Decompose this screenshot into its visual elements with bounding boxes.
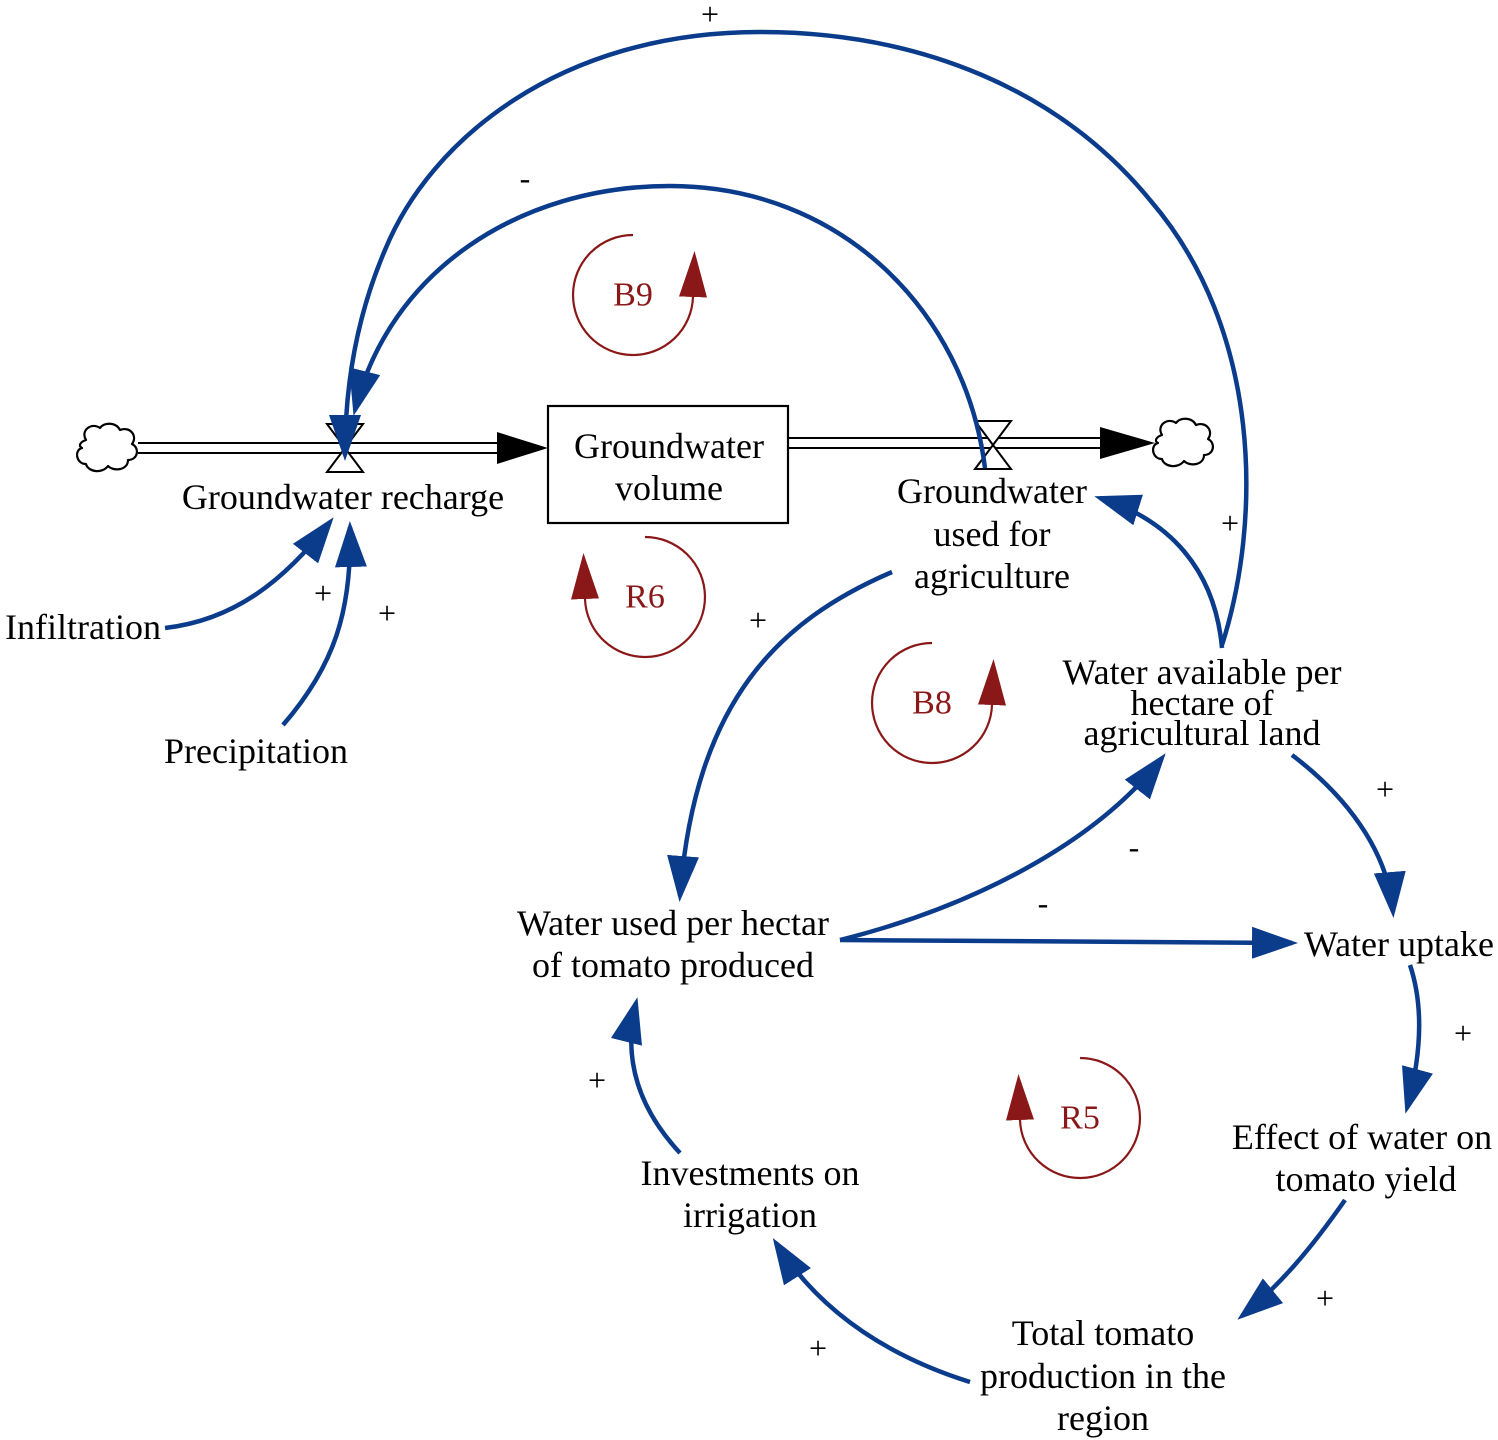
total-production-label-line: production in the [980, 1356, 1226, 1396]
link-water-available-to-groundwater-used [1094, 494, 1225, 649]
groundwater-volume-label-line: Groundwater [574, 426, 764, 466]
polarity-water-used-to-water-available: - [1129, 829, 1140, 865]
loop-r6: R6 [571, 535, 707, 659]
loop-r5-label: R5 [1060, 1100, 1100, 1137]
polarity-total-production-to-investments: + [809, 1330, 827, 1366]
loop-b8-label: B8 [912, 685, 952, 722]
investments-label-line: irrigation [683, 1195, 817, 1235]
effect-label-line: Effect of water on [1232, 1117, 1492, 1157]
loop-b9-arc [571, 233, 707, 357]
link-groundwater-used-to-water-used [667, 569, 893, 902]
loop-r6-label: R6 [625, 579, 665, 616]
link-infiltration-to-recharge [164, 517, 334, 631]
sink-cloud-icon [1152, 417, 1214, 468]
polarity-water-available-to-water-uptake: + [1376, 771, 1394, 807]
groundwater-used-for-agriculture-label: Groundwater used for agriculture [897, 471, 1087, 596]
loop-b8: B8 [870, 641, 1006, 765]
polarity-water-available-to-groundwater-used: + [1221, 505, 1239, 541]
link-investments-to-water-used [610, 997, 682, 1155]
polarity-effect-to-total-production: + [1316, 1280, 1334, 1316]
groundwater-volume-label-line: volume [615, 468, 723, 508]
water-uptake-label: Water uptake [1304, 924, 1494, 964]
water-available-label-line: agricultural land [1084, 713, 1321, 753]
loop-b8-arc [870, 641, 1006, 765]
investments-on-irrigation-label: Investments on irrigation [641, 1153, 860, 1235]
groundwater-volume-stock [546, 404, 790, 525]
link-groundwater-used-to-recharge [349, 183, 988, 469]
precipitation-label: Precipitation [164, 731, 348, 771]
total-tomato-production-label: Total tomato production in the region [980, 1313, 1226, 1438]
inflow-pipe [138, 432, 548, 464]
loop-r6-arc [571, 535, 707, 659]
total-production-label-line: Total tomato [1012, 1313, 1194, 1353]
polarity-infiltration-to-recharge: + [314, 575, 332, 611]
link-precipitation-to-recharge [281, 521, 367, 727]
water-available-label-line: Water available per [1063, 652, 1342, 692]
groundwater-used-label-line: used for [934, 514, 1051, 554]
link-water-used-to-water-uptake [839, 926, 1298, 959]
outflow-pipe-arrowhead [1100, 427, 1155, 459]
link-water-available-to-water-uptake [1290, 753, 1406, 918]
groundwater-used-label-line: agriculture [914, 556, 1070, 596]
link-effect-to-total-production [1237, 1198, 1347, 1320]
polarity-investments-to-water-used: + [588, 1062, 606, 1098]
water-available-label-line: hectare of [1131, 683, 1274, 723]
investments-label-line: Investments on [641, 1153, 860, 1193]
total-production-label-line: region [1057, 1398, 1149, 1438]
loop-r5: R5 [1006, 1056, 1142, 1180]
polarity-groundwater-used-to-water-used: + [749, 602, 767, 638]
infiltration-label: Infiltration [5, 607, 161, 647]
polarity-groundwater-used-to-recharge: - [520, 160, 531, 196]
polarity-precipitation-to-recharge: + [378, 595, 396, 631]
polarity-water-uptake-to-effect: + [1454, 1015, 1472, 1051]
effect-of-water-on-tomato-yield-label: Effect of water on tomato yield [1232, 1117, 1492, 1199]
water-available-per-hectare-label: Water available per hectare of agricultu… [1063, 652, 1342, 753]
water-used-label-line: of tomato produced [532, 945, 814, 985]
groundwater-recharge-label: Groundwater recharge [182, 477, 504, 517]
link-water-uptake-to-effect [1402, 964, 1433, 1114]
link-water-used-to-water-available [839, 753, 1166, 943]
polarity-water-used-to-water-uptake: - [1038, 885, 1049, 921]
outflow-pipe [788, 427, 1155, 459]
source-cloud-icon [76, 422, 138, 473]
loop-b9-label: B9 [613, 277, 653, 314]
loop-b9: B9 [571, 233, 707, 357]
loop-r5-arc [1006, 1056, 1142, 1180]
water-used-label-line: Water used per hectar [517, 903, 829, 943]
groundwater-used-label-line: Groundwater [897, 471, 1087, 511]
effect-label-line: tomato yield [1276, 1159, 1457, 1199]
link-total-production-to-investments [772, 1237, 971, 1385]
link-water-available-to-recharge [329, 29, 1249, 646]
groundwater-volume-label: Groundwater volume [574, 426, 764, 508]
water-used-per-hectar-label: Water used per hectar of tomato produced [517, 903, 829, 985]
polarity-water-available-to-recharge: + [701, 0, 719, 32]
inflow-pipe-arrowhead [497, 432, 548, 464]
